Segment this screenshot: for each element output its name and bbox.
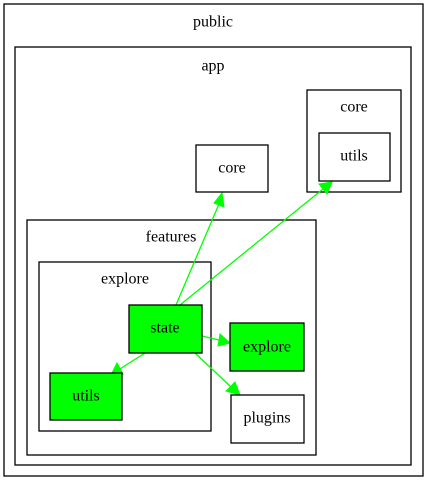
cluster-app-label: app	[201, 58, 224, 75]
cluster-features-label: features	[146, 229, 197, 246]
edge-state-core	[175, 203, 220, 306]
edge-state-core-utils-arrowhead	[318, 181, 333, 195]
node-plugins	[230, 394, 305, 444]
edges	[110, 181, 333, 396]
edge-state-core-arrowhead	[213, 191, 225, 208]
node-core	[195, 144, 269, 193]
edge-state-plugins-arrowhead	[225, 381, 241, 396]
node-core-utils-label: utils	[340, 148, 368, 165]
cluster-explore-label: explore	[101, 271, 149, 288]
edge-state-plugins	[194, 352, 232, 388]
node-state-label: state	[150, 320, 179, 337]
cluster-public-label: public	[193, 14, 233, 31]
edge-state-utils	[119, 352, 146, 370]
node-utils-label: utils	[72, 388, 100, 405]
edge-state-explore	[201, 335, 220, 341]
node-core-label: core	[218, 160, 246, 177]
node-state	[128, 304, 203, 354]
cluster-app-core-label: core	[340, 99, 368, 116]
edge-state-explore-arrowhead	[217, 333, 232, 347]
edge-state-core-utils	[179, 188, 324, 306]
node-plugins-label: plugins	[243, 410, 290, 427]
node-core-utils	[318, 132, 391, 182]
node-explore-label: explore	[243, 339, 291, 356]
node-utils	[49, 372, 123, 421]
node-explore	[229, 322, 305, 372]
